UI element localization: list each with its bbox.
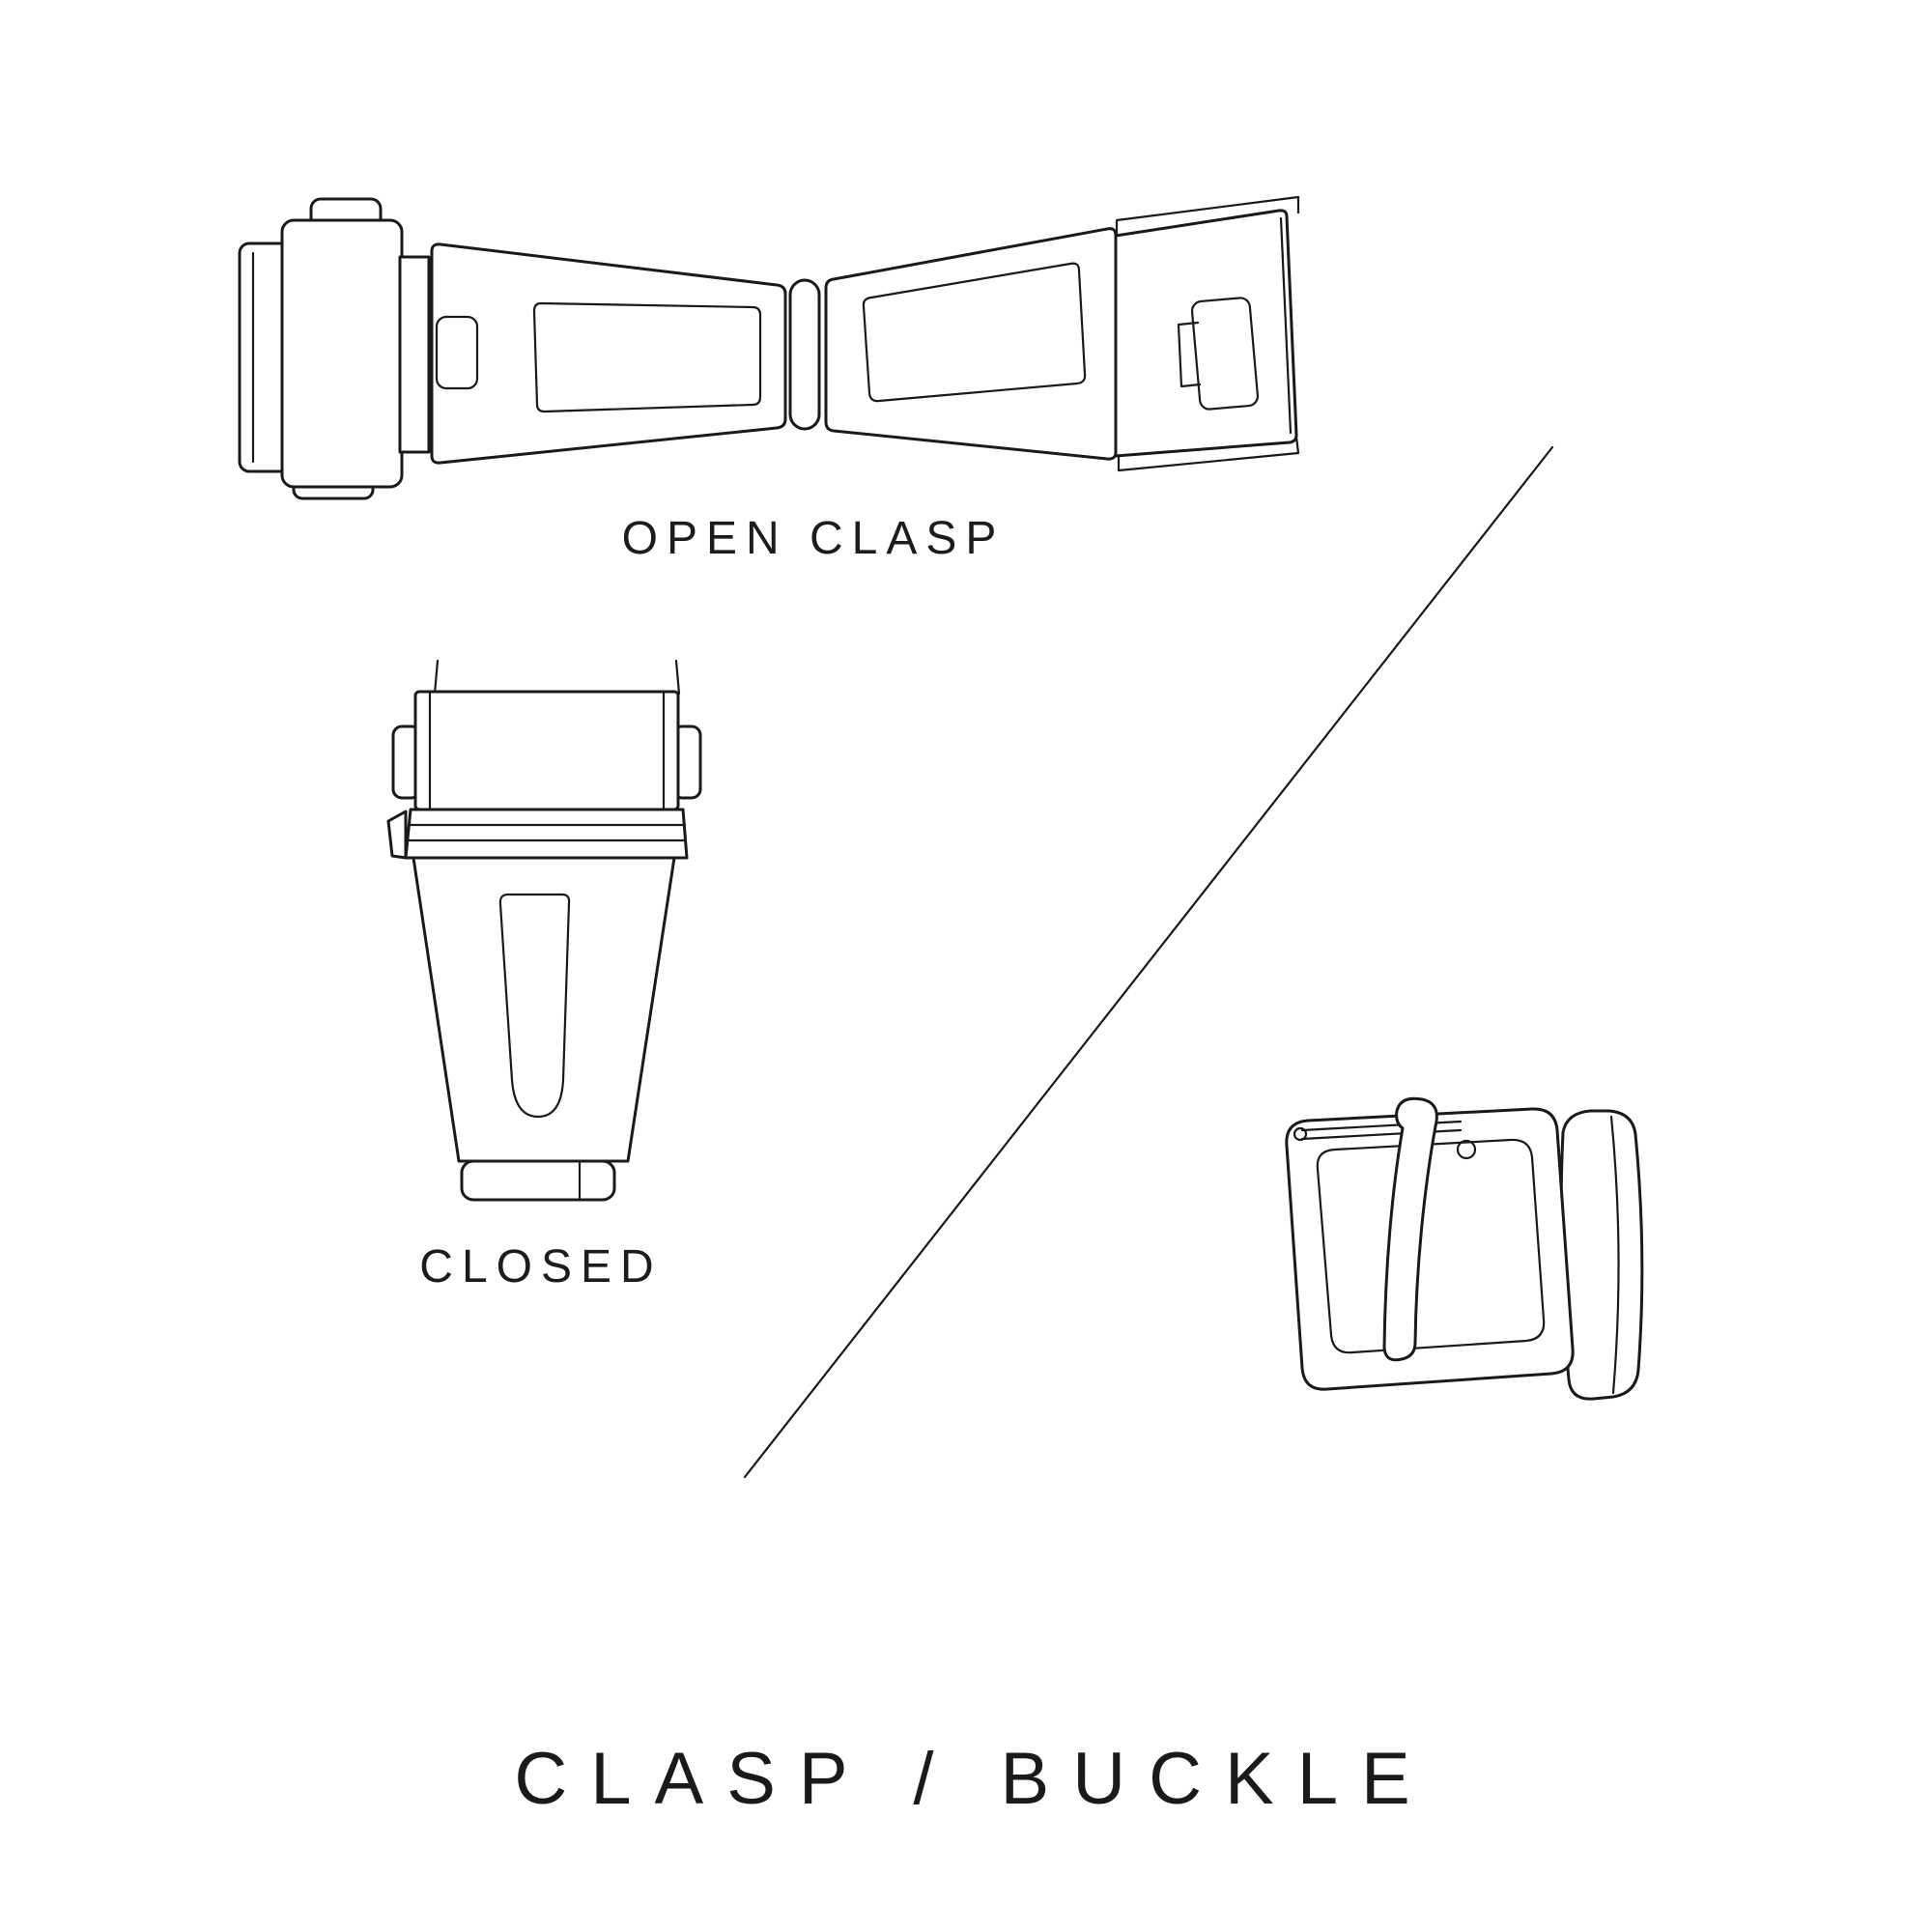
buckle-frame-outer [1285,1107,1575,1391]
clasp-cover [280,218,404,489]
clasp-right-blade-window [862,262,1087,403]
closed-foot [460,1159,616,1202]
open-clasp-label: OPEN CLASP [621,513,1006,564]
clasp-end-hole [1190,297,1260,411]
open-clasp-illustration [238,195,1300,500]
clasp-end-hook [1177,321,1202,388]
closed-prong-left [433,659,440,696]
buckle-wing-detail [1609,1115,1620,1395]
closed-prong-right [674,659,681,696]
closed-clasp-illustration [386,659,702,1202]
clasp-end-piece [1114,209,1298,458]
clasp-connector [398,255,431,454]
buckle-pin-coil [1456,1139,1477,1160]
clasp-left-blade [430,242,787,465]
clasp-end-top-flange [1115,195,1300,238]
tang-buckle-illustration [1285,1096,1644,1401]
closed-body [412,856,676,1163]
buckle-bar-cap [1293,1126,1308,1142]
clasp-end-bottom-flange [1117,435,1300,472]
closed-cover-block [413,690,680,811]
clasp-left-blade-window [532,301,762,413]
buckle-frame-inner [1316,1138,1546,1354]
clasp-end-edge-detail [1279,216,1293,435]
clasp-hinge [788,278,821,431]
closed-band-section [404,808,689,860]
clasp-left-blade-notch [435,315,479,390]
closed-fold-tab [386,810,408,860]
closed-clasp-label: CLOSED [419,1241,663,1293]
buckle-tongue [1382,1096,1438,1362]
diagram-title: CLASP / BUCKLE [514,1738,1434,1820]
closed-body-slot [498,893,571,1119]
divider-line [743,445,1554,1479]
